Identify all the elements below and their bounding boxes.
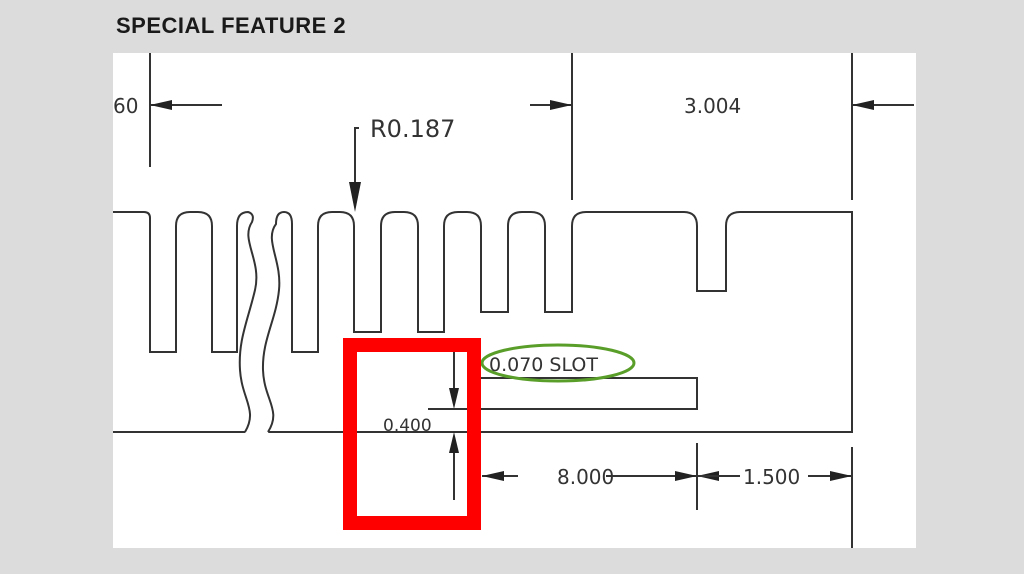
dimension-left-partial: 60 <box>113 94 138 118</box>
dimension-0400: 0.400 <box>383 416 432 436</box>
slide-title: SPECIAL FEATURE 2 <box>116 13 347 38</box>
dimension-8000: 8.000 <box>557 465 614 489</box>
slot-outline <box>479 377 698 410</box>
part-profile <box>113 210 853 433</box>
green-highlight-ellipse <box>480 343 636 383</box>
radius-leader <box>354 127 359 185</box>
arrowhead-left <box>150 100 172 110</box>
arrowhead-left <box>482 471 504 481</box>
arrowhead-right <box>550 100 572 110</box>
dimension-1500: 1.500 <box>743 465 800 489</box>
arrowhead-down <box>449 388 459 409</box>
arrowhead-right <box>675 471 697 481</box>
drawing-sheet <box>113 53 916 548</box>
dimension-3004: 3.004 <box>684 94 741 118</box>
arrowhead-right <box>830 471 852 481</box>
slot-label: 0.070 SLOT <box>489 354 598 376</box>
arrowhead-left <box>852 100 874 110</box>
radius-arrowhead <box>349 182 361 212</box>
radius-callout: R0.187 <box>370 115 455 143</box>
red-highlight-box <box>343 338 481 530</box>
arrowhead-up <box>449 432 459 453</box>
